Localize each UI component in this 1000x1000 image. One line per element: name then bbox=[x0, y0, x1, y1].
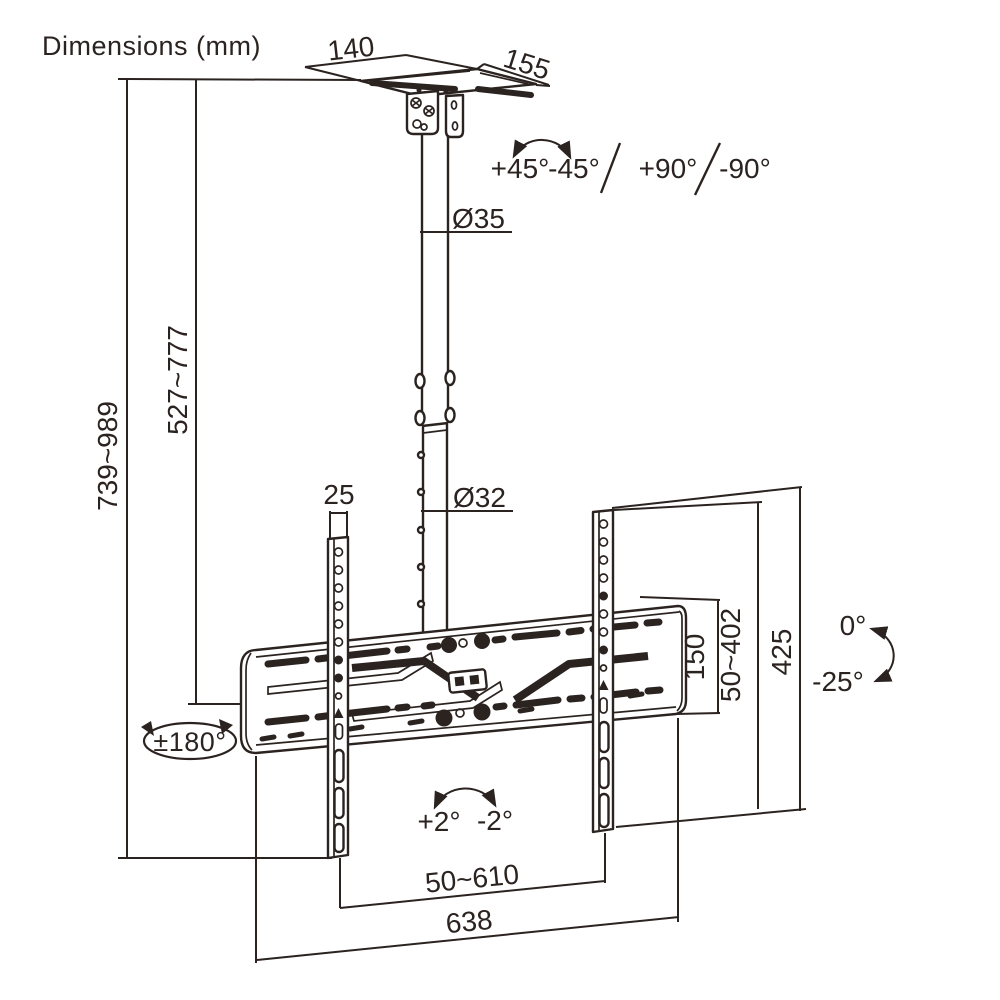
tilt-arrow bbox=[869, 626, 895, 683]
slash-icon bbox=[599, 142, 622, 194]
angle-plus45-label: +45° bbox=[491, 153, 550, 184]
right-rail bbox=[591, 508, 615, 834]
ceiling-plate bbox=[359, 67, 538, 98]
dimension-lines bbox=[117, 54, 807, 963]
angle-minus90-label: -90° bbox=[719, 153, 771, 184]
dim-25-label: 25 bbox=[323, 479, 354, 510]
dim-150-label: 150 bbox=[679, 634, 710, 681]
dim-d35-label: Ø35 bbox=[452, 203, 505, 234]
ceiling-bracket bbox=[405, 89, 465, 139]
dim-140-label: 140 bbox=[326, 31, 376, 67]
left-rail bbox=[326, 535, 350, 860]
mounting-pole bbox=[414, 131, 456, 632]
dim-50-402-label: 50~402 bbox=[715, 608, 746, 702]
slash-icon bbox=[693, 142, 722, 196]
plate-bottom-slots bbox=[259, 686, 664, 742]
wall-plate bbox=[239, 604, 688, 755]
dim-pole-height-label: 527~777 bbox=[162, 325, 193, 435]
level-arrow bbox=[433, 787, 497, 810]
angle-tilt-down-label: -25° bbox=[812, 666, 864, 697]
angle-level-minus-label: -2° bbox=[477, 805, 513, 836]
dim-638-label: 638 bbox=[444, 904, 494, 939]
plate-center-label bbox=[447, 668, 488, 694]
rotate-180-arrow bbox=[141, 719, 238, 761]
rotation-arrows bbox=[141, 138, 895, 810]
angle-rotation-label: ±180° bbox=[153, 727, 226, 757]
dimension-labels: 140 155 Ø35 Ø32 739~989 527~777 25 150 5… bbox=[92, 31, 866, 940]
diagram-title: Dimensions (mm) bbox=[42, 31, 261, 61]
angle-tilt-up-label: 0° bbox=[840, 610, 867, 641]
swivel-arrow bbox=[512, 138, 572, 160]
angle-level-plus-label: +2° bbox=[417, 806, 460, 837]
dim-d32-label: Ø32 bbox=[453, 482, 506, 513]
bracket-screws bbox=[410, 97, 435, 131]
dim-50-610-label: 50~610 bbox=[424, 858, 521, 898]
dim-overall-height-label: 739~989 bbox=[92, 401, 123, 511]
angle-plus90-label: +90° bbox=[639, 153, 698, 184]
dim-425-label: 425 bbox=[766, 629, 797, 676]
angle-minus45-label: -45° bbox=[548, 153, 600, 184]
pole-collar bbox=[414, 369, 456, 427]
